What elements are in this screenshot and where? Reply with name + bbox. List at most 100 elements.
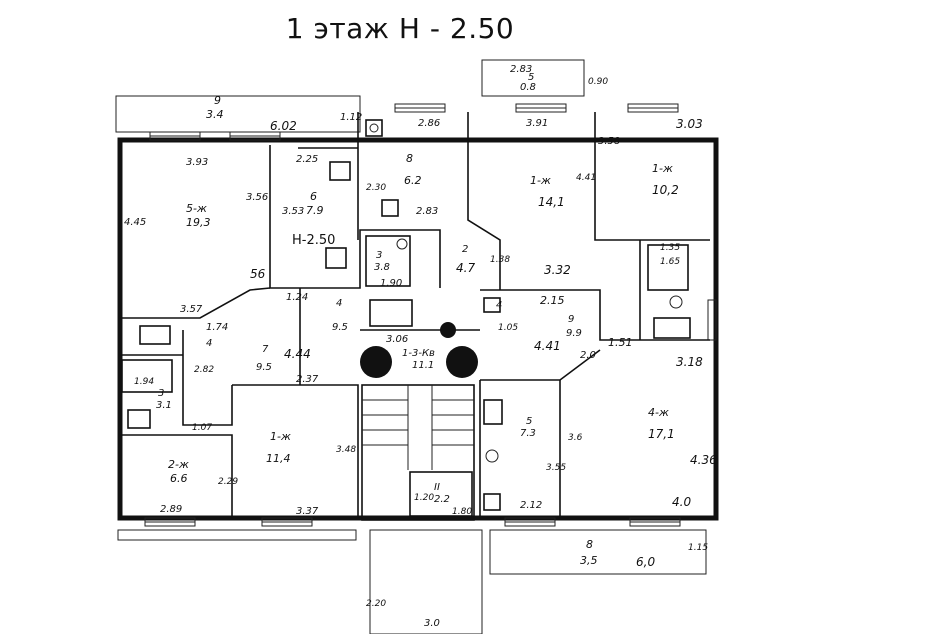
room-1-height: 4.41 <box>576 173 596 183</box>
stove-icon <box>483 399 503 425</box>
toilet-icon <box>669 295 683 309</box>
balcony-area: 0.8 <box>520 82 536 93</box>
room-c-num: 3 <box>158 388 164 399</box>
mid-room-width: 4.41 <box>534 339 561 353</box>
balcony-top-left <box>115 95 361 133</box>
balcony-top-center <box>481 59 585 97</box>
room-1c-area: 11,4 <box>266 452 291 465</box>
room-8-area: 6.2 <box>404 174 422 187</box>
kitchen-height: 3.55 <box>546 463 566 473</box>
window <box>229 131 281 141</box>
window <box>707 299 717 341</box>
room-1-bottom: 3.32 <box>544 263 571 277</box>
left-room-height: 2.15 <box>540 294 565 307</box>
hall-area: 11.1 <box>412 360 434 371</box>
room-4-name: 4-ж <box>648 406 669 419</box>
bath-width: 1.51 <box>608 336 633 349</box>
left-room-width: 1.05 <box>498 323 518 333</box>
sink-icon <box>139 325 171 345</box>
room-1b-width: 3.03 <box>676 117 703 131</box>
toilet-icon <box>127 409 151 429</box>
room-9-width: 1.12 <box>340 112 362 123</box>
room-4-width: 3.18 <box>676 355 703 369</box>
porch <box>369 529 483 634</box>
footer-strip-left <box>117 529 357 541</box>
room-1c-bottom: 3.37 <box>296 506 319 517</box>
room-5-side: 3.56 <box>246 192 268 203</box>
balcony2-length: 6,0 <box>636 555 655 569</box>
room-1-width: 3.91 <box>526 118 548 129</box>
stair-room-num: II <box>434 482 440 493</box>
room-4-height: 4.36 <box>690 453 717 467</box>
floor-plan-title: 1 этаж Н - 2.50 <box>285 12 515 45</box>
stove-icon <box>325 247 347 269</box>
window <box>504 517 556 527</box>
room-4-area: 17,1 <box>648 427 675 441</box>
stair-room-area: 2.2 <box>434 494 450 505</box>
balcony-height: 0.90 <box>588 77 608 87</box>
window <box>629 517 681 527</box>
room-2-num: 2 <box>462 244 468 255</box>
porch-width: 3.0 <box>424 618 440 629</box>
stove-icon <box>329 161 351 181</box>
porch-height: 2.20 <box>366 599 386 609</box>
room-c-area: 3.1 <box>156 400 172 411</box>
room-7-num: 7 <box>262 344 269 355</box>
room-2c-name: 2-ж <box>168 458 189 471</box>
mid-room-num: 9 <box>568 314 574 325</box>
hall-num: 1-3-Кв <box>402 348 435 359</box>
room-3-num: 3 <box>376 250 382 261</box>
room-5-height: 4.45 <box>124 217 146 228</box>
room-8-bottom: 2.83 <box>416 206 438 217</box>
room-3-area: 3.8 <box>374 262 390 273</box>
room-6-num: 6 <box>310 190 317 203</box>
windows <box>144 103 717 527</box>
room-5-area: 19,3 <box>186 216 211 229</box>
room-8-width: 2.86 <box>418 118 440 129</box>
bathtub-icon <box>121 359 173 393</box>
room-7-x: 4.44 <box>284 347 311 361</box>
room-1b-name: 1-ж <box>652 162 673 175</box>
room-9-area: 3.4 <box>206 108 224 121</box>
room-6-height: 3.53 <box>282 206 304 217</box>
room-a-area: 9.5 <box>332 322 348 333</box>
balcony2-num: 8 <box>586 538 593 551</box>
interior-walls <box>120 112 710 518</box>
balcony-width: 2.83 <box>510 64 532 75</box>
room-8-num: 8 <box>406 152 413 165</box>
room-5-name: 5-ж <box>186 202 207 215</box>
bathtub-icon <box>647 244 689 291</box>
room-9-length: 6.02 <box>270 119 297 133</box>
stair-room-height: 1.20 <box>414 493 434 503</box>
stove-icon <box>369 123 379 133</box>
kitchen-area: 7.3 <box>520 428 536 439</box>
room-a-width: 1.24 <box>286 292 308 303</box>
room-3-bottom: 1.90 <box>380 278 402 289</box>
stove-icon <box>483 493 501 511</box>
kitchen-width: 2.12 <box>520 500 542 511</box>
room-8-height: 2.30 <box>366 183 386 193</box>
stove-icon <box>365 119 383 137</box>
window <box>149 131 201 141</box>
stove-icon <box>483 297 501 313</box>
balcony-bottom-right <box>489 529 707 575</box>
room-1b-height: 3.58 <box>598 136 620 147</box>
room-7-width: 3.06 <box>386 334 408 345</box>
room-1c-height: 3.48 <box>336 445 356 455</box>
room-7-bottom: 2.37 <box>296 374 319 385</box>
mid-room-area: 9.9 <box>566 328 582 339</box>
fixtures <box>121 119 691 511</box>
sink-icon <box>381 199 399 217</box>
bathtub-icon <box>365 235 411 287</box>
room-2c-width: 2.89 <box>160 504 182 515</box>
staircase <box>361 384 475 521</box>
room-6-area: 7.9 <box>306 204 324 217</box>
small-room-height: 1.65 <box>660 257 680 267</box>
room-a-num: 4 <box>336 298 342 309</box>
room-9-num: 9 <box>214 94 221 107</box>
room-2c-height: 2.29 <box>218 477 238 487</box>
room-2c-area: 6.6 <box>170 472 188 485</box>
sink-icon <box>653 317 691 339</box>
room-b-area: 1.74 <box>206 322 228 333</box>
